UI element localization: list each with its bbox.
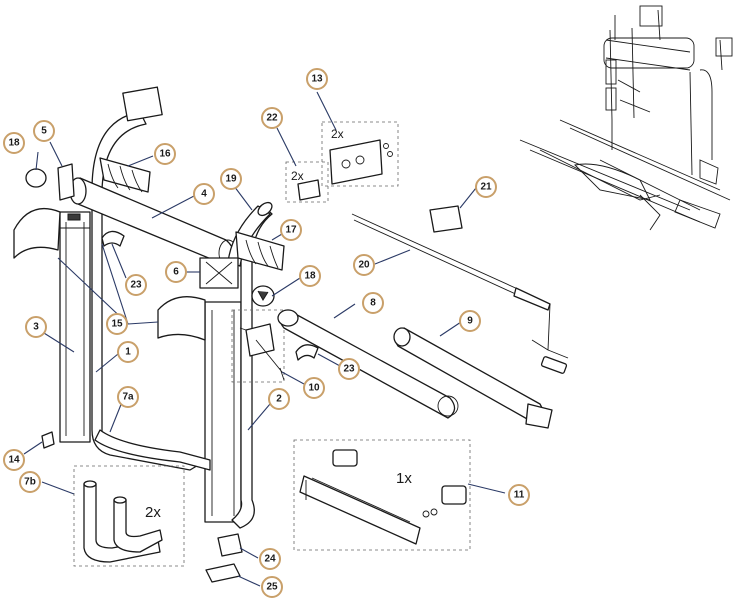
part-24 (217, 533, 243, 557)
callout-9: 9 (459, 310, 481, 332)
callout-17: 17 (280, 219, 302, 241)
part-25 (205, 563, 241, 583)
qty-22: 2x (291, 169, 304, 183)
assembled-carrier-view (519, 5, 733, 231)
svg-text:17: 17 (285, 225, 297, 236)
svg-text:23: 23 (343, 364, 355, 375)
svg-text:13: 13 (311, 74, 323, 85)
rod-20 (351, 213, 569, 374)
box-part-7b (73, 465, 185, 567)
box-part-22 (285, 161, 329, 203)
callout-2: 2 (268, 388, 290, 410)
leader-lines (23, 91, 506, 587)
callout-24: 24 (259, 548, 281, 570)
callout-23a: 23 (125, 274, 147, 296)
svg-text:18: 18 (8, 138, 20, 149)
callout-15: 15 (106, 313, 128, 335)
callout-20: 20 (353, 254, 375, 276)
callout-6: 6 (165, 261, 187, 283)
svg-text:25: 25 (266, 582, 278, 593)
clip-23-left (101, 230, 125, 247)
callout-3: 3 (25, 316, 47, 338)
callout-7a: 7a (117, 386, 139, 408)
callout-8: 8 (362, 292, 384, 314)
callout-18a: 18 (3, 132, 25, 154)
qty-7b: 2x (145, 504, 161, 521)
holder-16 (99, 157, 151, 193)
callout-1: 1 (117, 341, 139, 363)
svg-text:3: 3 (33, 322, 39, 333)
cover-15-left (13, 207, 61, 259)
washer-18-right (251, 285, 275, 307)
svg-text:1: 1 (125, 347, 131, 358)
cover-15-right (157, 296, 206, 341)
svg-text:6: 6 (173, 267, 179, 278)
callout-19: 19 (220, 168, 242, 190)
callout-13: 13 (306, 68, 328, 90)
svg-text:2: 2 (276, 394, 282, 405)
svg-text:4: 4 (201, 189, 207, 200)
box-part-11 (293, 439, 471, 551)
box-part-13 (321, 121, 399, 187)
box-part-10 (231, 309, 285, 383)
callout-4: 4 (193, 183, 215, 205)
tube-8 (277, 309, 459, 419)
holder-17 (235, 231, 285, 271)
callout-18b: 18 (299, 265, 321, 287)
svg-text:20: 20 (358, 260, 370, 271)
svg-text:9: 9 (467, 316, 473, 327)
frame-2 (94, 204, 273, 529)
callout-5: 5 (33, 120, 55, 142)
callout-23b: 23 (338, 358, 360, 380)
clamp-6 (199, 257, 239, 289)
upright-3 (59, 211, 91, 443)
svg-text:7a: 7a (122, 392, 134, 403)
svg-text:22: 22 (266, 113, 278, 124)
callout-11: 11 (508, 484, 530, 506)
clip-23-right (295, 344, 319, 361)
qty-11: 1x (396, 470, 412, 487)
svg-text:11: 11 (514, 490, 525, 501)
svg-text:14: 14 (8, 455, 20, 466)
part-14 (41, 431, 55, 449)
tube-9 (393, 327, 553, 429)
svg-text:15: 15 (111, 319, 123, 330)
svg-text:23: 23 (130, 280, 142, 291)
svg-text:10: 10 (308, 383, 320, 394)
qty-13: 2x (331, 127, 344, 141)
callout-21: 21 (475, 176, 497, 198)
washer-18-left (25, 168, 47, 188)
callout-25: 25 (261, 576, 283, 598)
callout-10: 10 (303, 377, 325, 399)
pad-21 (429, 205, 463, 233)
svg-text:5: 5 (41, 126, 47, 137)
callout-16: 16 (154, 143, 176, 165)
svg-text:7b: 7b (24, 477, 36, 488)
bracket-5 (57, 163, 75, 201)
svg-text:21: 21 (480, 182, 492, 193)
callout-7b: 7b (19, 471, 41, 493)
callout-14: 14 (3, 449, 25, 471)
svg-text:8: 8 (370, 298, 376, 309)
svg-text:18: 18 (304, 271, 316, 282)
svg-text:19: 19 (225, 174, 237, 185)
callout-22: 22 (261, 107, 283, 129)
svg-text:16: 16 (159, 149, 171, 160)
svg-text:24: 24 (264, 554, 276, 565)
